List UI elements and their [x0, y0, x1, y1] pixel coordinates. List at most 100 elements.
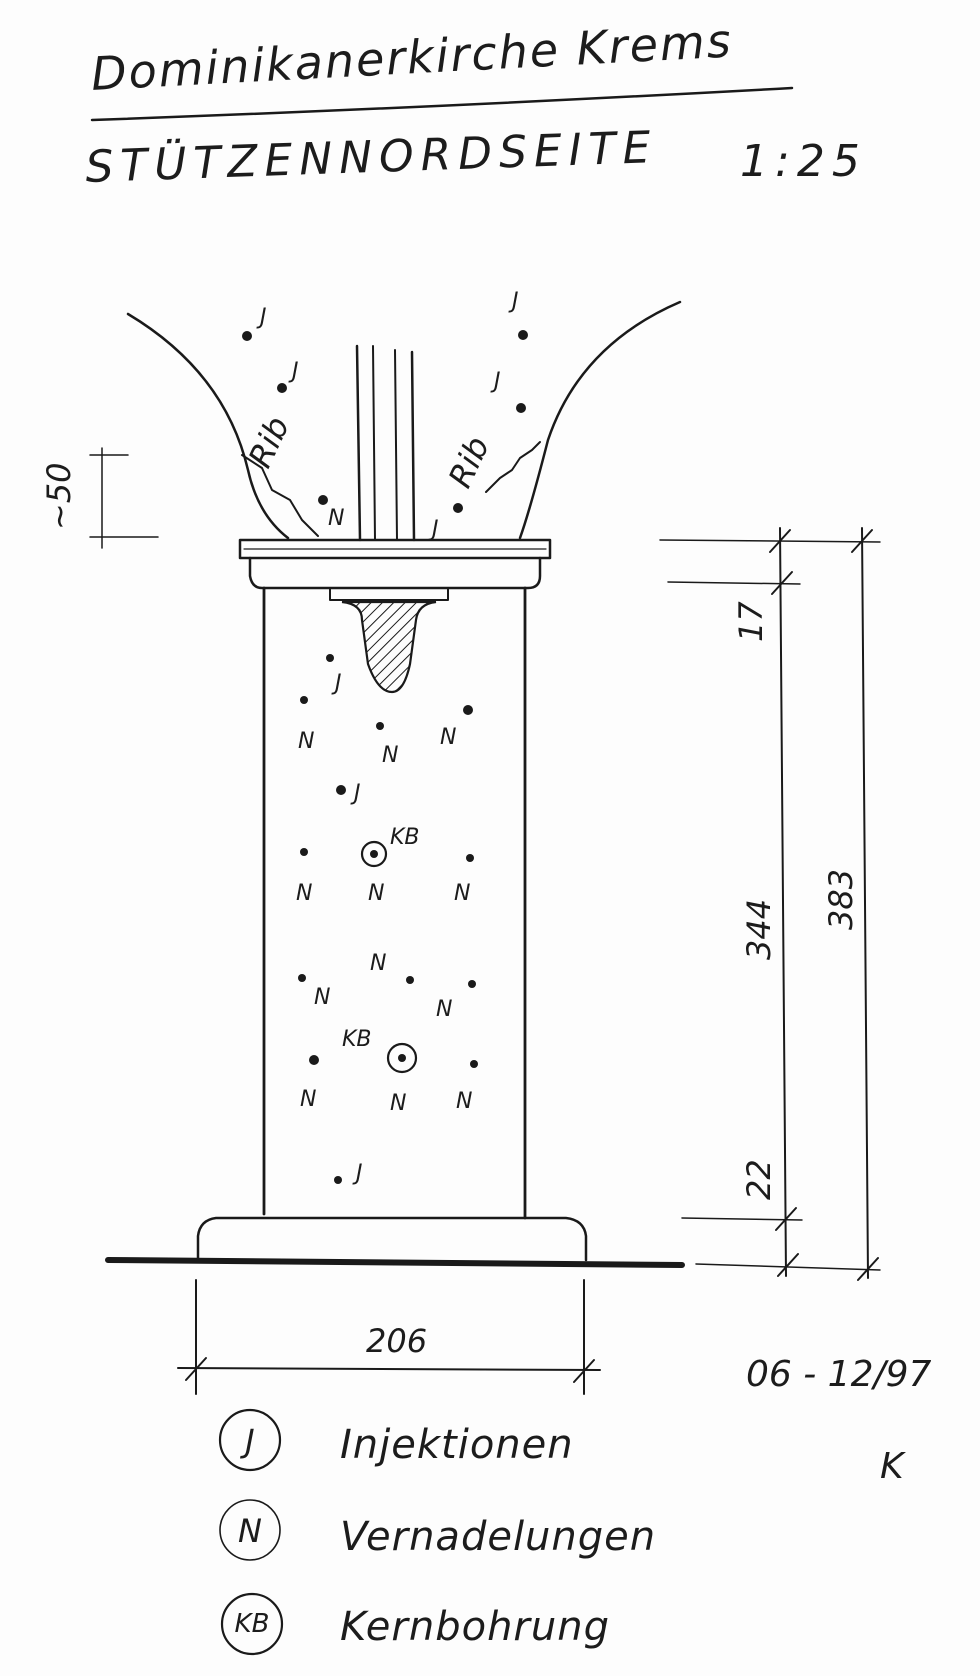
- dim-tick: [851, 529, 873, 553]
- drawing-subtitle: STÜTZENNORDSEITE: [85, 121, 659, 193]
- rib-break-left: [241, 454, 319, 537]
- marker-dot: [309, 1055, 319, 1065]
- dim-tick: [185, 1357, 207, 1381]
- dim-extension-top: [659, 539, 881, 543]
- dim-capital-height: 17: [732, 601, 770, 642]
- legend-label-core: Kernbohrung: [340, 1604, 610, 1650]
- dim-chain-right: [861, 527, 869, 1279]
- marker-nailing: N: [300, 1087, 316, 1112]
- marker-dot: [277, 383, 287, 393]
- marker-injection: J: [331, 671, 342, 696]
- marker-nailing: N: [456, 1089, 472, 1114]
- marker-nailing: N: [440, 725, 456, 750]
- core-drilling-marker: [386, 1042, 418, 1074]
- marker-dot: [470, 1060, 478, 1068]
- marker-nailing: N: [368, 881, 384, 906]
- dim-base-width: 206: [366, 1322, 427, 1360]
- dim-extension-bottom: [695, 1263, 881, 1271]
- service-line-2: [372, 345, 376, 541]
- title-underline: [90, 86, 794, 122]
- marker-injection: J: [428, 517, 439, 542]
- legend-symbol-nailing: N: [238, 1512, 262, 1550]
- marker-dot: [336, 785, 346, 795]
- marker-dot: [298, 974, 306, 982]
- service-line-3: [394, 349, 398, 541]
- drawing-signature: K: [880, 1446, 906, 1487]
- legend: J Injektionen N Vernadelungen KB Kernboh…: [218, 1408, 656, 1656]
- hatched-console: [341, 600, 437, 694]
- legend-symbol-injection: J: [239, 1422, 254, 1460]
- legend-symbol-circle: [218, 1408, 282, 1472]
- capital-abacus: [238, 538, 552, 560]
- floor-line: [105, 1257, 685, 1268]
- legend-symbol-core: KB: [235, 1609, 270, 1639]
- marker-injection: J: [350, 781, 361, 806]
- core-drilling-marker: [360, 840, 388, 868]
- marker-dot: [516, 403, 526, 413]
- core-drilling-center: [398, 1054, 406, 1062]
- marker-dot: [300, 848, 308, 856]
- legend-label-nailing: Vernadelungen: [340, 1514, 656, 1560]
- dim-tick: [777, 1253, 799, 1277]
- marker-dot: [334, 1176, 342, 1184]
- dim-tick: [769, 529, 791, 553]
- rib-label-right: Rib: [441, 431, 497, 494]
- rib-label-left: Rib: [241, 411, 297, 474]
- marker-dot: [453, 503, 463, 513]
- dim-extension-base: [681, 1217, 803, 1221]
- column-base: [196, 1216, 588, 1262]
- capital-necking: [248, 556, 542, 590]
- marker-dot: [406, 976, 414, 984]
- legend-symbol-circle: [219, 1499, 281, 1561]
- dim-tick: [573, 1359, 595, 1383]
- marker-dot: [326, 654, 334, 662]
- marker-injection: J: [256, 305, 267, 330]
- dim-tick: [857, 1257, 879, 1281]
- core-drilling-label: KB: [390, 825, 420, 850]
- service-line-1: [355, 344, 362, 542]
- console-frame: [329, 587, 449, 601]
- dim-shaft-height: 344: [740, 899, 778, 960]
- width-dimension-line: [177, 1367, 601, 1371]
- marker-dot: [242, 331, 252, 341]
- marker-nailing: N: [328, 506, 344, 531]
- drawing-date: 06 - 12/97: [746, 1354, 932, 1395]
- marker-nailing: N: [454, 881, 470, 906]
- marker-nailing: N: [296, 881, 312, 906]
- rib-break-right: [485, 441, 541, 493]
- marker-dot: [468, 980, 476, 988]
- dim-total-height: 383: [822, 869, 860, 930]
- vault-curve-left: [126, 312, 290, 540]
- marker-nailing: N: [314, 985, 330, 1010]
- marker-nailing: N: [436, 997, 452, 1022]
- core-drilling-label: KB: [342, 1027, 372, 1052]
- core-drilling-center: [370, 850, 378, 858]
- marker-dot: [518, 330, 528, 340]
- dim-tick: [771, 571, 793, 595]
- marker-nailing: N: [382, 743, 398, 768]
- service-line-4: [410, 350, 416, 542]
- marker-dot: [376, 722, 384, 730]
- marker-injection: J: [352, 1161, 363, 1186]
- dim-base-height: 22: [740, 1159, 778, 1200]
- vault-curve-right: [518, 300, 682, 540]
- marker-injection: J: [288, 359, 299, 384]
- marker-nailing: N: [298, 729, 314, 754]
- dim-extension-capital: [667, 581, 801, 585]
- marker-dot: [318, 495, 328, 505]
- marker-dot: [300, 696, 308, 704]
- marker-injection: J: [508, 289, 519, 314]
- legend-symbol-circle: [220, 1592, 284, 1656]
- legend-label-injection: Injektionen: [340, 1422, 574, 1468]
- height-marker-label: ~50: [40, 462, 78, 530]
- marker-dot: [466, 854, 474, 862]
- drawing-title: Dominikanerkirche Krems: [90, 13, 734, 101]
- marker-dot: [463, 705, 473, 715]
- marker-nailing: N: [370, 951, 386, 976]
- dim-chain-left: [779, 527, 787, 1277]
- marker-injection: J: [490, 369, 501, 394]
- marker-nailing: N: [390, 1091, 406, 1116]
- drawing-scale: 1:25: [740, 136, 867, 187]
